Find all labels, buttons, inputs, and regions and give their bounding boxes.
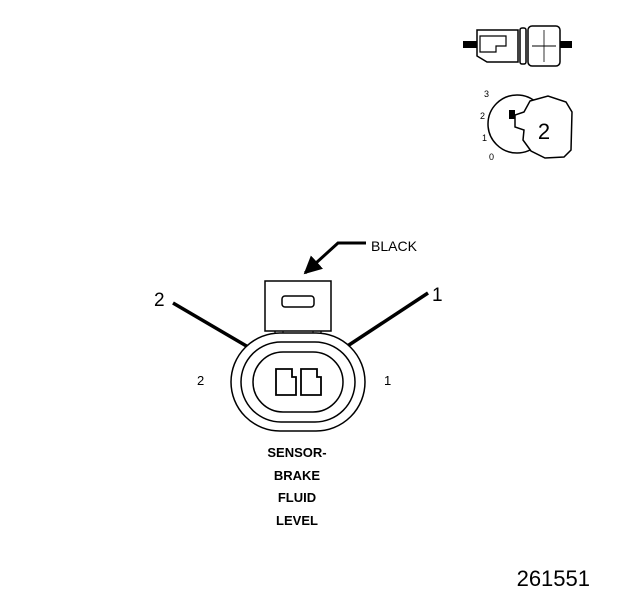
connector-side-view-icon [463, 25, 572, 67]
position-mark-0: 0 [489, 152, 494, 162]
figure-number: 261551 [517, 566, 590, 591]
connector-name: SENSOR- BRAKE FLUID LEVEL [267, 445, 326, 528]
position-mark-1: 1 [482, 133, 487, 143]
position-mark-2: 2 [480, 111, 485, 121]
connector-face: 2 1 [197, 280, 391, 432]
connector-name-line-2: BRAKE [274, 468, 321, 483]
color-callout: BLACK [303, 238, 418, 275]
connector-name-line-4: LEVEL [276, 513, 318, 528]
connector-name-line-3: FLUID [278, 490, 316, 505]
cavity-1 [300, 368, 322, 396]
cavity-2-label: 2 [197, 373, 204, 388]
color-label: BLACK [371, 238, 418, 254]
housing-outer [230, 332, 366, 432]
lock-slot [281, 295, 315, 308]
connector-name-line-1: SENSOR- [267, 445, 326, 460]
cavity-2 [275, 368, 297, 396]
pin-2-arrow-label: 2 [154, 290, 165, 311]
cavity-1-label: 1 [384, 373, 391, 388]
position-value: 2 [538, 119, 550, 144]
housing-middle [240, 341, 356, 423]
housing-inner [252, 351, 344, 413]
pin-1-arrow-label: 1 [432, 285, 443, 306]
position-mark-3: 3 [484, 89, 489, 99]
position-indicator-icon: 3 2 1 0 2 [480, 89, 573, 162]
